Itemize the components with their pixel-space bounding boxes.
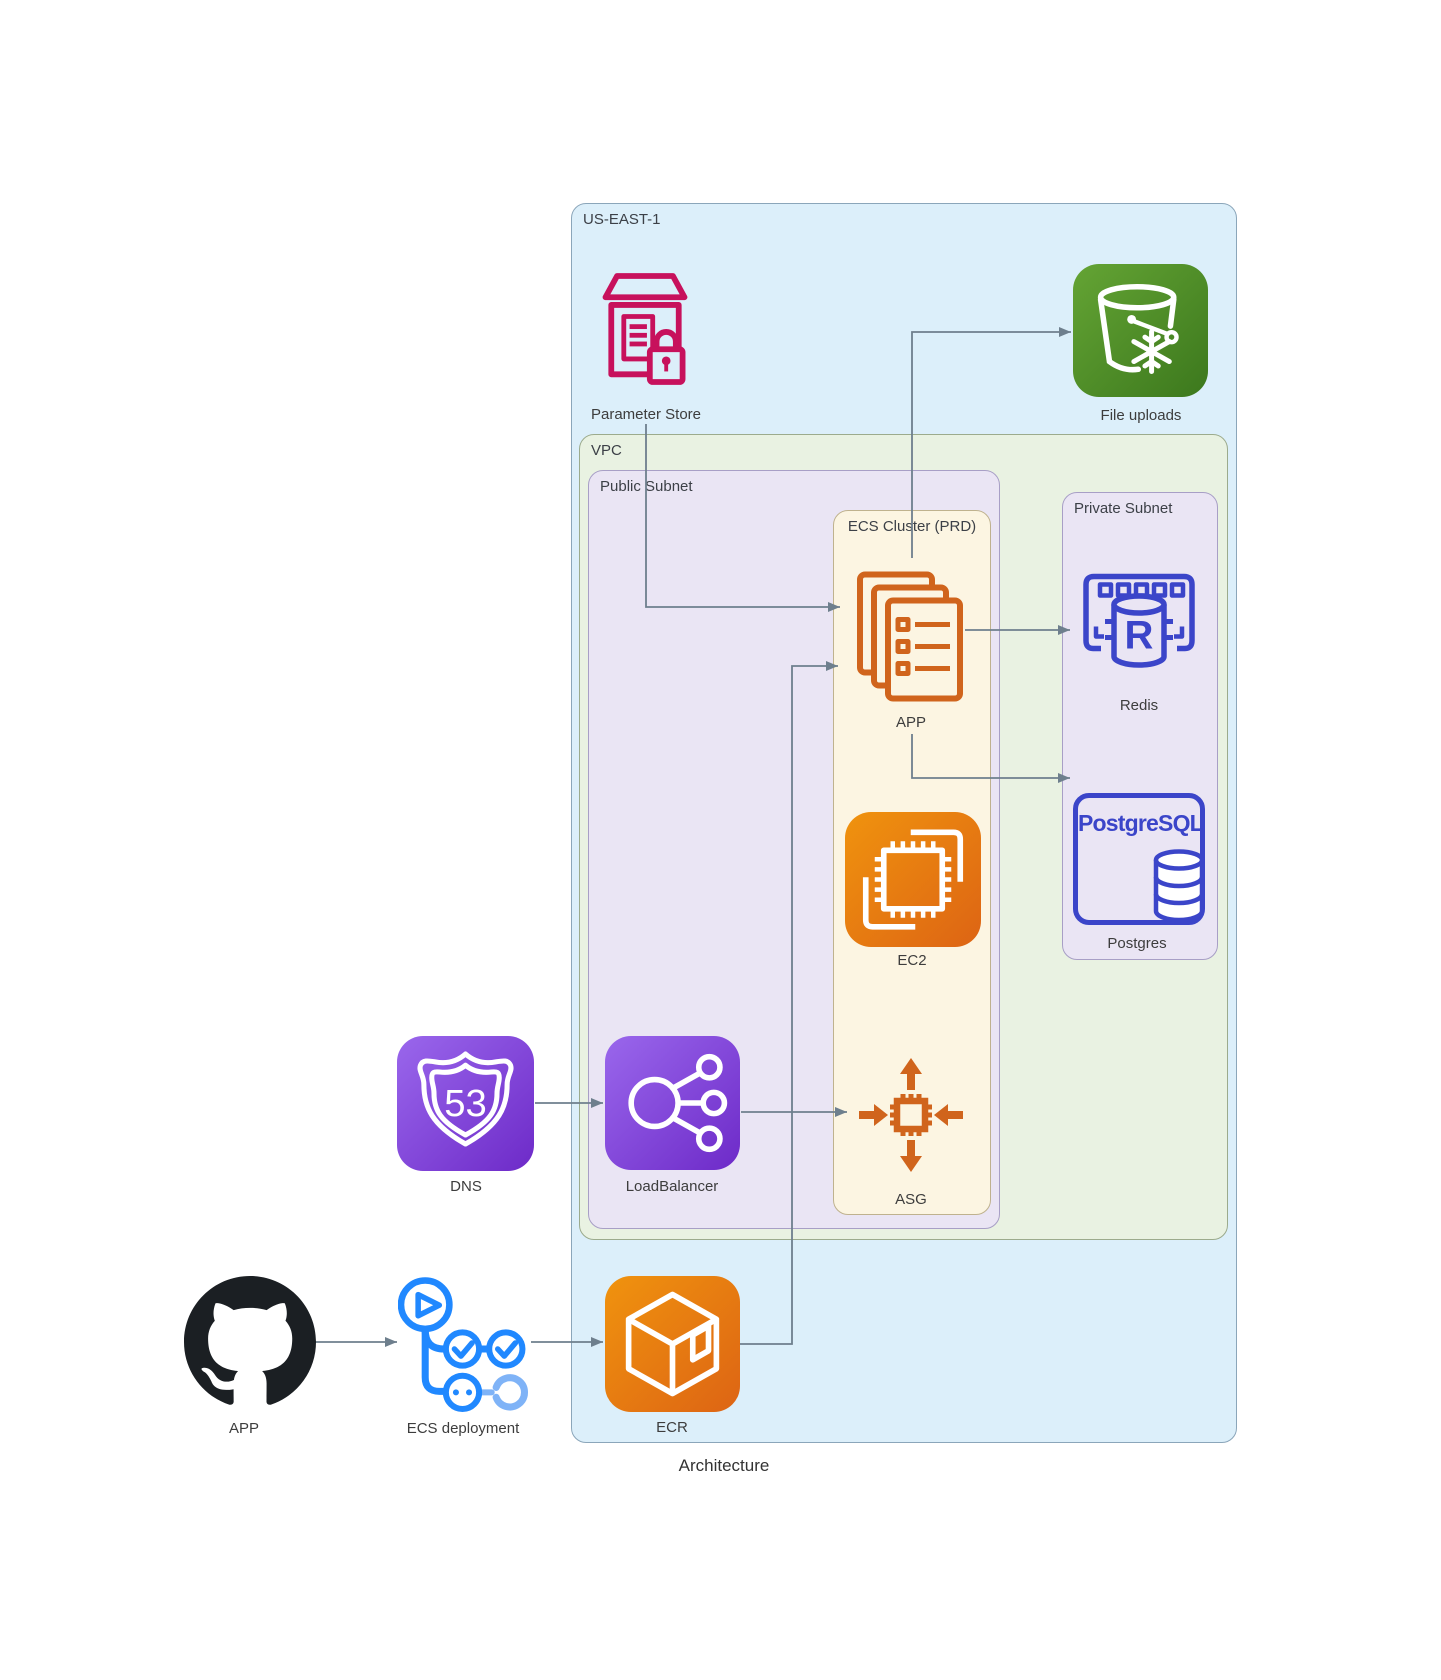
dns-label: DNS: [450, 1178, 482, 1195]
load-balancer-label: LoadBalancer: [625, 1178, 719, 1195]
parameter-store-label: Parameter Store: [590, 406, 702, 423]
ecr-label: ECR: [656, 1419, 688, 1436]
ec2-label: EC2: [897, 952, 927, 969]
github-octocat-icon: [184, 1276, 316, 1405]
elasticache-redis-icon: R: [1083, 573, 1195, 668]
ec2-node[interactable]: [845, 812, 981, 947]
ecs-task-icon: [857, 571, 963, 702]
asg-label: ASG: [895, 1191, 927, 1208]
ec2-chip-icon: [862, 829, 964, 930]
diagram-title: Architecture: [678, 1456, 770, 1475]
ecs-deployment-node[interactable]: [398, 1277, 531, 1415]
app-service-label: APP: [895, 714, 927, 731]
app-service-node[interactable]: [857, 571, 965, 704]
region-label: US-EAST-1: [583, 211, 661, 228]
route53-number: 53: [444, 1082, 487, 1125]
file-uploads-node[interactable]: [1073, 264, 1208, 397]
ecr-registry-icon: [625, 1291, 720, 1397]
redis-label: Redis: [1119, 697, 1159, 714]
file-uploads-label: File uploads: [1100, 407, 1182, 424]
github-app-label: APP: [228, 1420, 260, 1437]
parameter-store-node[interactable]: [592, 262, 698, 398]
ecs-deployment-label: ECS deployment: [406, 1420, 520, 1437]
private-subnet-label: Private Subnet: [1074, 500, 1173, 517]
vpc-label: VPC: [591, 442, 622, 459]
route53-shield-icon: 53: [417, 1051, 514, 1147]
edge-parameter-store-to-app: [645, 424, 840, 612]
edge-app-to-postgres: [911, 734, 1070, 783]
s3-bucket-snowflake-icon: [1097, 283, 1179, 375]
elb-icon: [628, 1053, 728, 1153]
redis-node[interactable]: R: [1075, 564, 1203, 678]
dns-node[interactable]: 53: [397, 1036, 534, 1171]
redis-letter: R: [1125, 614, 1154, 658]
postgres-label: Postgres: [1107, 935, 1167, 952]
asg-node[interactable]: [851, 1054, 971, 1180]
postgres-cylinder-icon: [1153, 849, 1205, 923]
load-balancer-node[interactable]: [605, 1036, 740, 1170]
parameter-store-icon: [602, 273, 688, 385]
auto-scaling-icon: [859, 1058, 963, 1172]
ecr-node[interactable]: [605, 1276, 740, 1412]
github-node[interactable]: [184, 1276, 316, 1408]
postgresql-logo-text: PostgreSQL: [1078, 810, 1204, 836]
edge-ecr-to-app: [740, 661, 838, 1345]
workflow-pipeline-icon: [398, 1277, 529, 1412]
edge-app-to-file-uploads: [911, 327, 1071, 558]
